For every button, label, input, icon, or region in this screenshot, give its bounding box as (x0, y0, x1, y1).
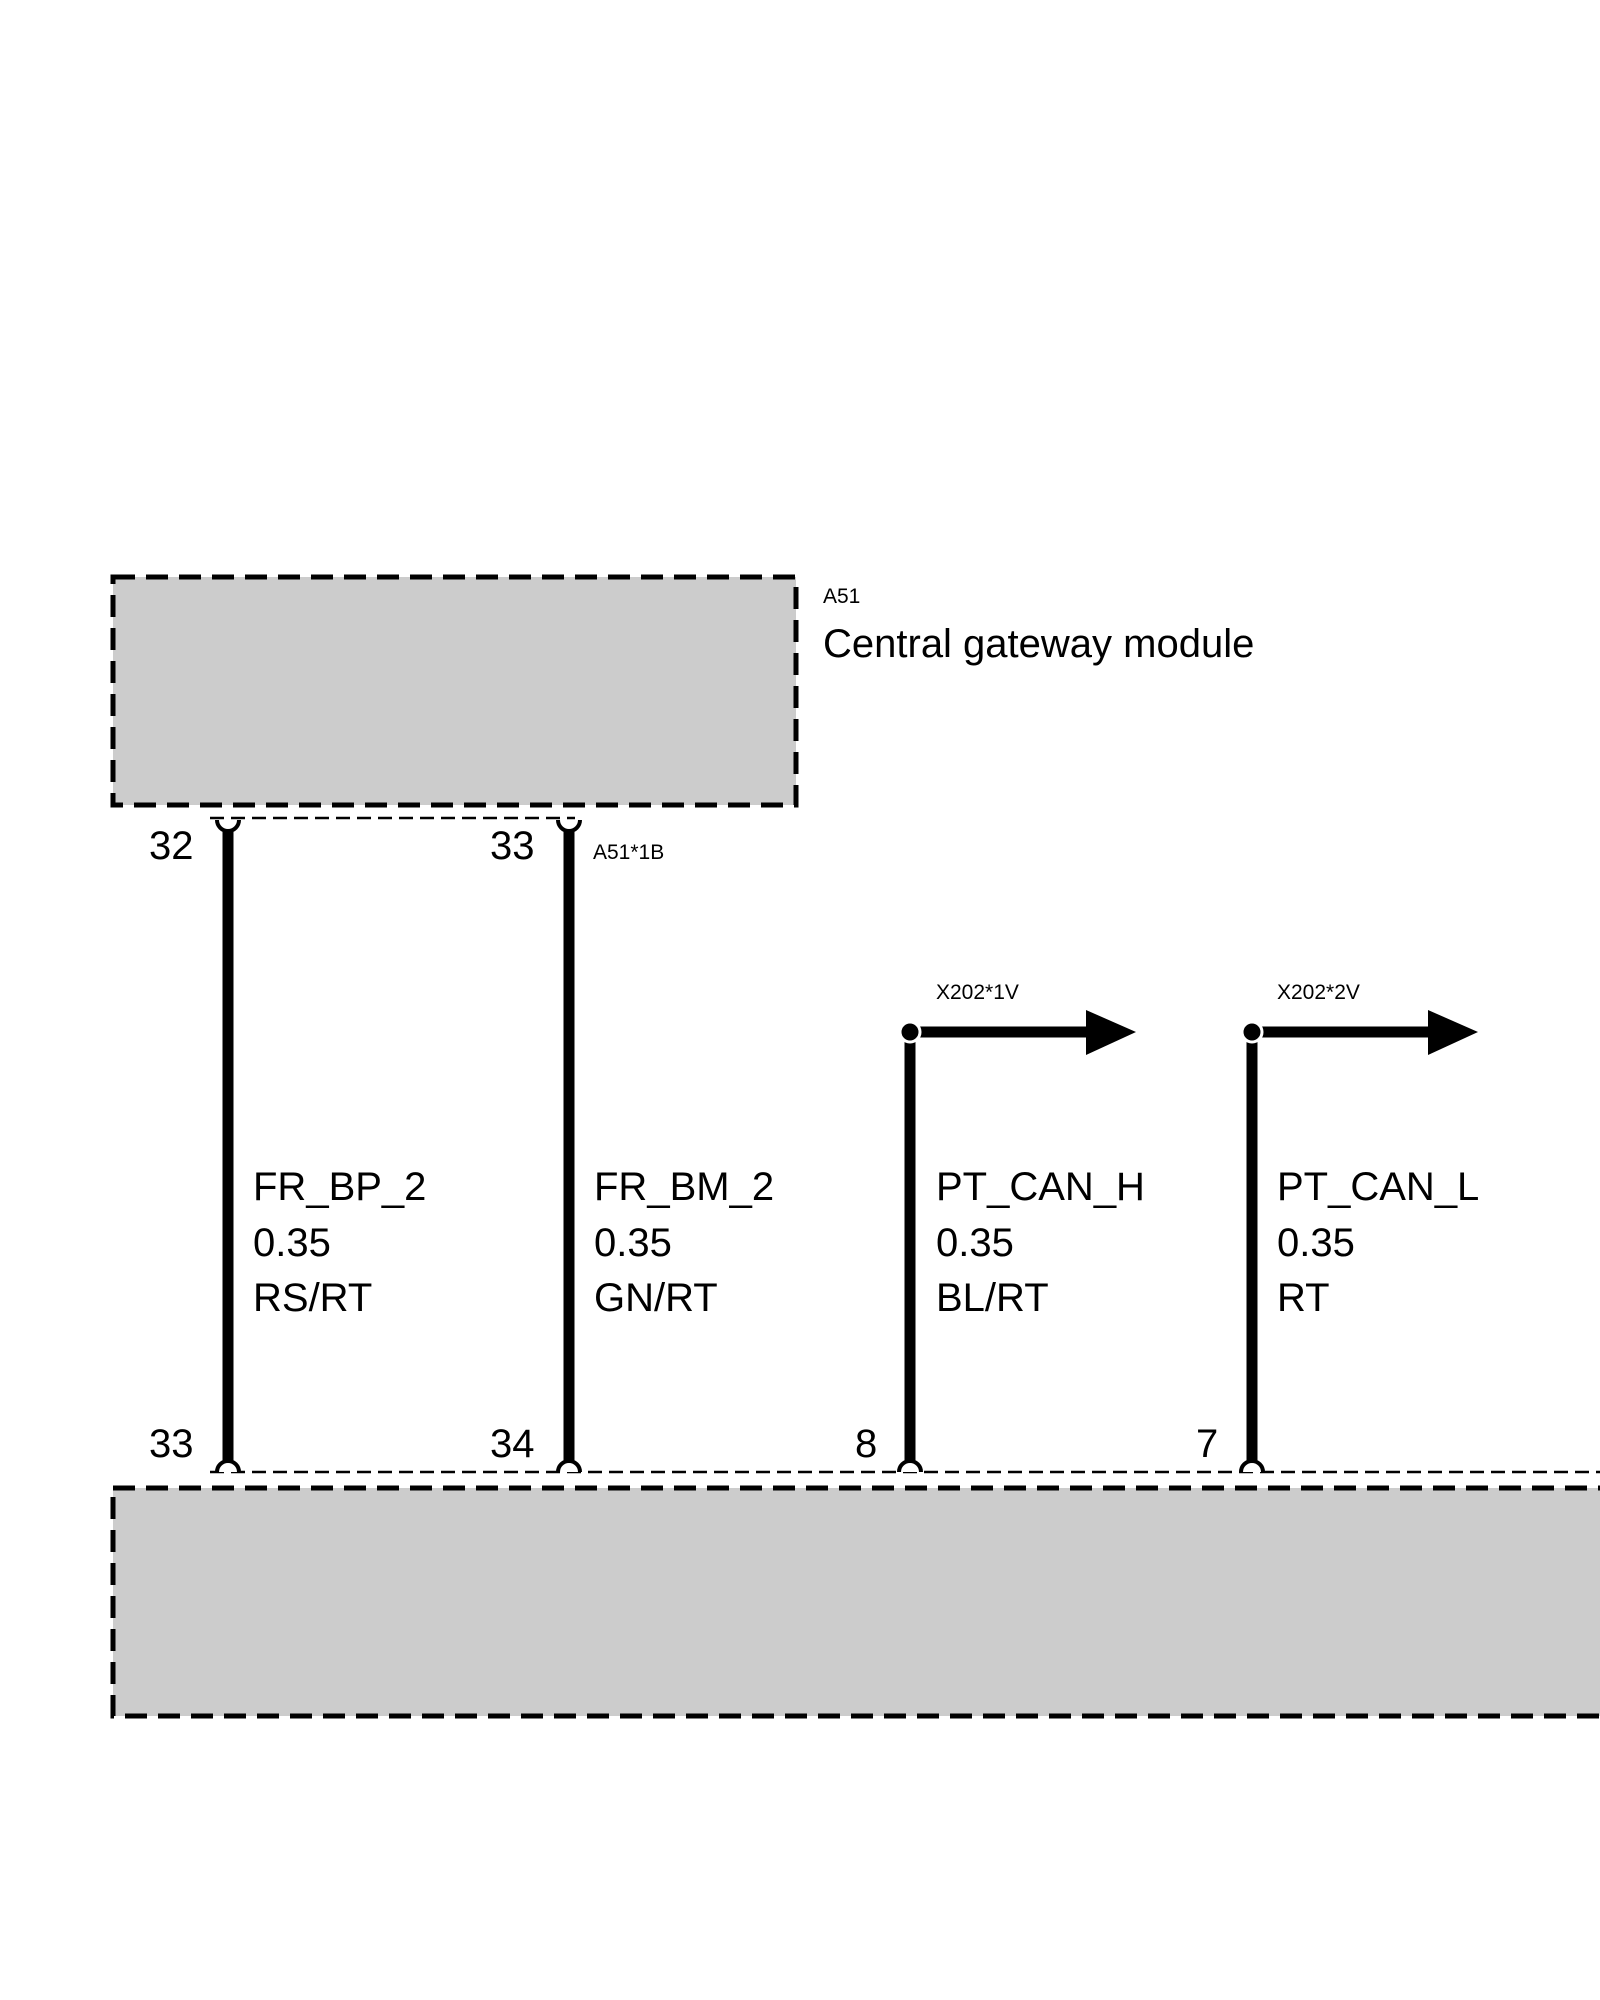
pin-label-bottom-33: 33 (149, 1422, 194, 1466)
pin-label-top-33: 33 (490, 824, 535, 868)
wire-name-pt-can-l: PT_CAN_L (1277, 1165, 1479, 1209)
pin-label-top-32: 32 (149, 824, 194, 868)
wire-size-fr-bm-2: 0.35 (594, 1221, 672, 1265)
wire-name-pt-can-h: PT_CAN_H (936, 1165, 1145, 1209)
wire-fr-bp-2 (215, 819, 241, 1473)
connector-a51-1b-label: A51*1B (593, 841, 664, 864)
wire-pt-can-h (897, 1010, 1136, 1473)
module-name-label: Central gateway module (823, 622, 1254, 666)
branch-connector-x202-2v: X202*2V (1277, 981, 1360, 1004)
central-gateway-module-box (110, 574, 799, 808)
wire-color-pt-can-h: BL/RT (936, 1276, 1049, 1320)
wire-color-pt-can-l: RT (1277, 1276, 1330, 1320)
pin-label-bottom-34: 34 (490, 1422, 535, 1466)
wire-size-fr-bp-2: 0.35 (253, 1221, 331, 1265)
arrow-right-icon (1428, 1010, 1478, 1055)
pin-label-bottom-8: 8 (855, 1422, 877, 1466)
wire-color-fr-bm-2: GN/RT (594, 1276, 718, 1320)
pin-label-bottom-7: 7 (1196, 1422, 1218, 1466)
wire-pt-can-l (1239, 1010, 1478, 1473)
bottom-module-box (110, 1485, 1600, 1719)
wire-size-pt-can-l: 0.35 (1277, 1221, 1355, 1265)
wire-color-fr-bp-2: RS/RT (253, 1276, 372, 1320)
wire-name-fr-bm-2: FR_BM_2 (594, 1165, 774, 1209)
wire-size-pt-can-h: 0.35 (936, 1221, 1014, 1265)
wire-fr-bm-2 (556, 819, 582, 1473)
module-id-label: A51 (823, 585, 860, 608)
arrow-right-icon (1086, 1010, 1136, 1055)
branch-connector-x202-1v: X202*1V (936, 981, 1019, 1004)
wire-name-fr-bp-2: FR_BP_2 (253, 1165, 426, 1209)
